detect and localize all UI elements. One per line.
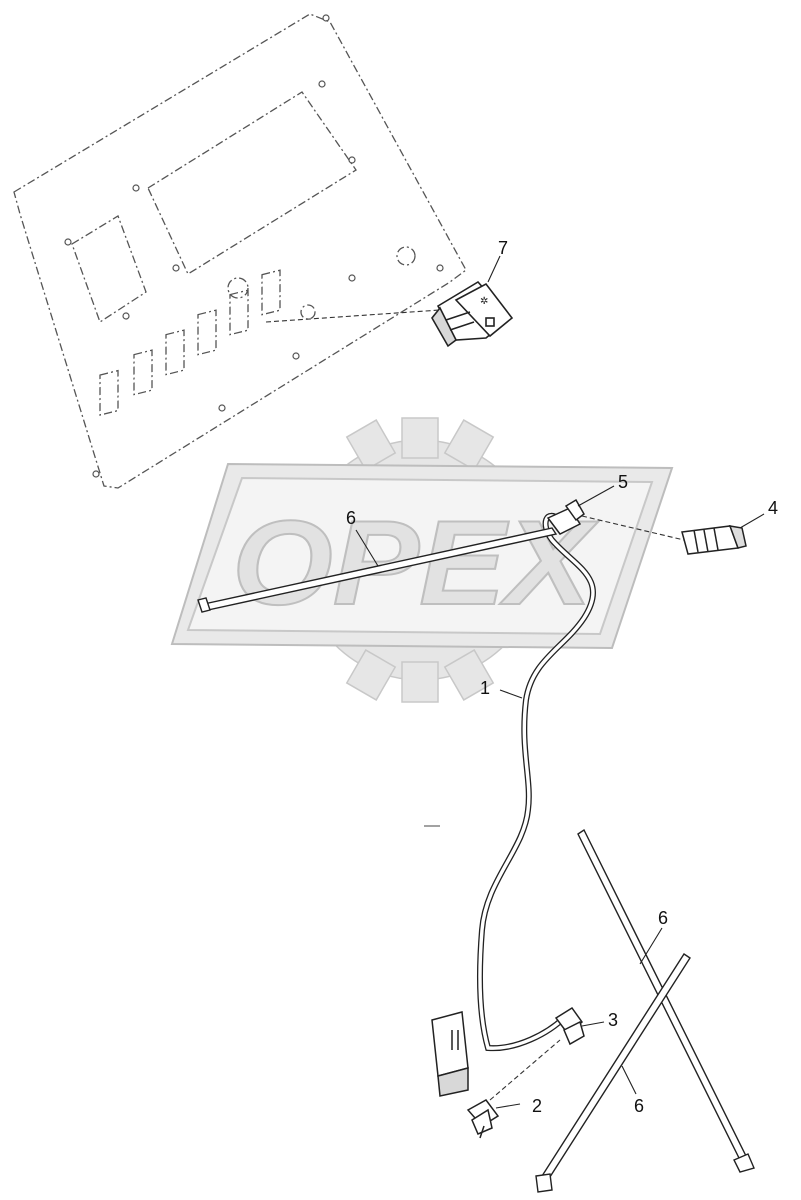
watermark-plate-inner	[186, 476, 654, 636]
callout-4: 4	[768, 498, 778, 518]
leader-5	[577, 485, 615, 507]
leader-switch-to-slot	[265, 309, 441, 323]
leader-6-mid	[639, 927, 663, 965]
leader-clip-2-to-3	[489, 1039, 561, 1101]
callout-3: 3	[608, 1010, 618, 1030]
clip-part-3	[554, 1006, 585, 1046]
rocker-switch-part-7: ✲	[431, 280, 514, 348]
harness-end-connector	[431, 1011, 469, 1097]
cable-tie-part-6-lower	[535, 953, 691, 1193]
cable-tie-part-6-upper	[197, 527, 558, 613]
cable-tie-part-6-long	[577, 828, 755, 1173]
leader-2	[495, 1103, 521, 1109]
connector-part-4	[681, 525, 747, 555]
callout-1: 1	[480, 678, 490, 698]
leader-3	[581, 1021, 605, 1027]
panel-mount-holes	[64, 14, 444, 478]
instrument-panel	[13, 13, 467, 489]
connector-part-5	[546, 498, 585, 535]
leader-6-upper	[355, 529, 379, 567]
callout-7: 7	[498, 238, 508, 258]
clip-part-2	[466, 1099, 500, 1139]
leader-6-lower	[621, 1065, 637, 1095]
callout-6-upper: 6	[346, 508, 356, 528]
leader-4	[739, 513, 765, 529]
switch-symbol-icon: ✲	[480, 296, 488, 307]
leader-7	[487, 255, 501, 283]
callout-6-lower: 6	[634, 1096, 644, 1116]
leader-1	[499, 689, 523, 699]
leader-connector-4-to-5	[581, 515, 685, 541]
callout-5: 5	[618, 472, 628, 492]
callout-6-mid: 6	[658, 908, 668, 928]
callout-2: 2	[532, 1096, 542, 1116]
